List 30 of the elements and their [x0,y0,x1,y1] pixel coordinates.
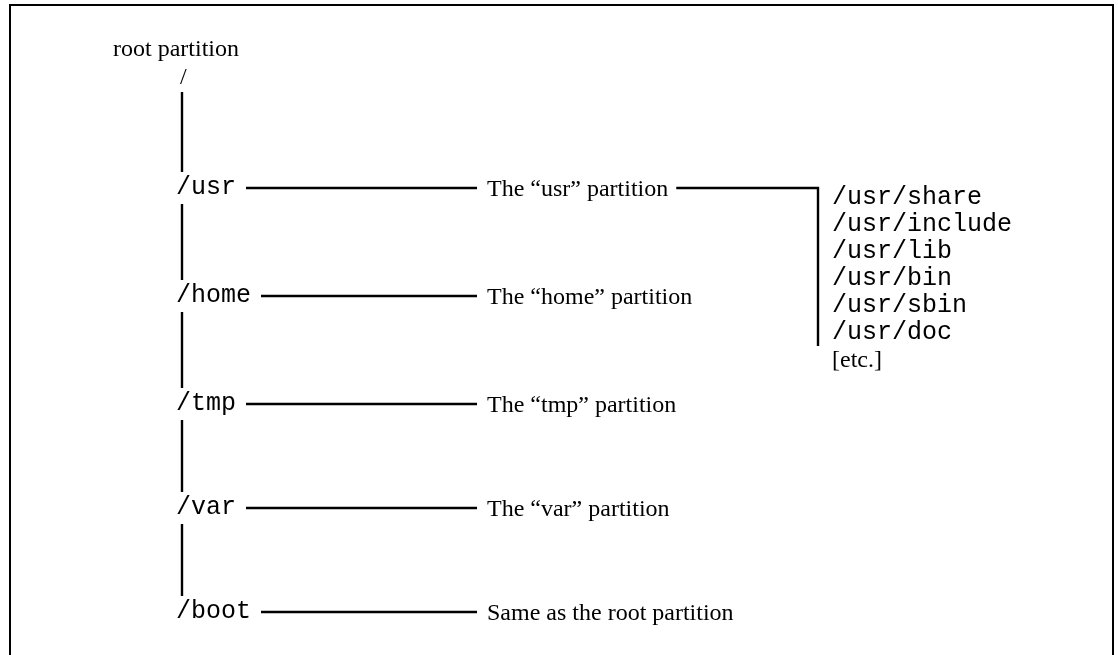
connector-line [261,294,477,298]
directory-path: /usr/share [832,184,984,211]
directory-label: /var [176,494,236,522]
connector-line [261,610,477,614]
partition-label: The “var” partition [487,494,670,522]
tree-line [180,312,184,388]
partition-label: The “home” partition [487,282,693,310]
tree-line [180,92,184,172]
caption-text: root partition [113,34,239,62]
tree-line [180,420,184,492]
directory-path: /usr/doc [832,319,954,346]
directory-path: /usr/include [832,211,1013,238]
partition-label: Same as the root partition [487,598,734,626]
directory-path: /usr/lib [832,238,954,265]
partition-label: The “tmp” partition [487,390,677,418]
directory-path: [etc.] [832,346,883,373]
directory-path: /usr/sbin [832,292,969,319]
directory-label: /boot [176,598,251,626]
partition-label: The “usr” partition [487,174,669,202]
connector-line [246,402,477,406]
directory-path: /usr/bin [832,265,954,292]
directory-label: /tmp [176,390,236,418]
directory-label: / [180,62,188,90]
directory-label: /home [176,282,251,310]
connector-line [246,186,477,190]
directory-label: /usr [176,174,236,202]
connector-line [246,506,477,510]
tree-line [180,524,184,596]
connector-line [676,186,820,346]
tree-line [180,204,184,280]
